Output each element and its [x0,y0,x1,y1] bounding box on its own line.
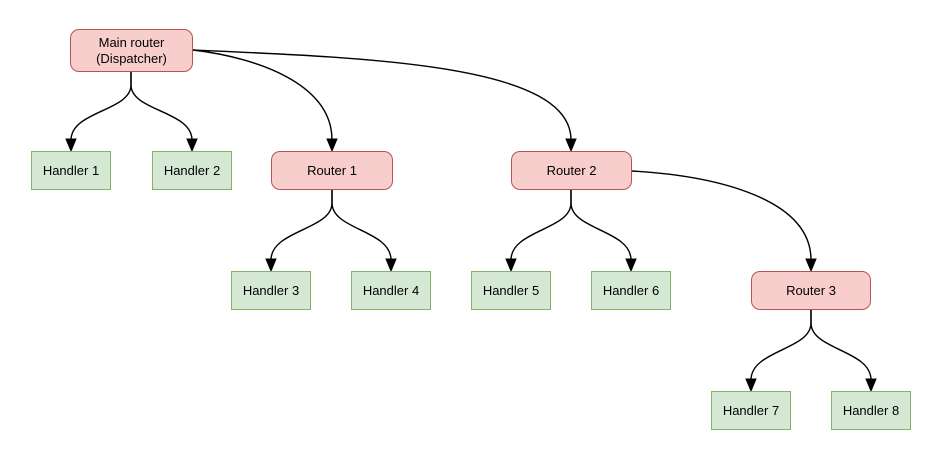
edge-router-1-to-handler-3 [265,190,333,273]
node-handler-1: Handler 1 [31,151,111,190]
edge-router-2-to-handler-5 [505,190,572,273]
node-router-1: Router 1 [271,151,393,190]
edge-line [750,310,812,381]
edge-line [510,190,572,261]
arrowhead-icon [385,258,397,273]
node-router-2: Router 2 [511,151,632,190]
arrowhead-icon [186,138,198,153]
node-handler-2: Handler 2 [152,151,232,190]
node-handler-5: Handler 5 [471,271,551,310]
edge-line [631,170,812,261]
edge-line [192,49,572,141]
edge-main-router-to-router-1 [192,49,338,153]
node-router-3: Router 3 [751,271,871,310]
edge-line [570,190,632,261]
edge-main-router-to-handler-2 [130,72,198,153]
edge-router-3-to-handler-8 [810,310,877,393]
node-handler-6: Handler 6 [591,271,671,310]
arrowhead-icon [65,138,77,153]
edge-line [810,310,872,381]
edge-router-2-to-handler-6 [570,190,637,273]
arrowhead-icon [565,138,577,153]
edge-line [270,190,333,261]
arrowhead-icon [505,258,517,273]
node-handler-7: Handler 7 [711,391,791,430]
arrowhead-icon [326,138,338,153]
node-handler-4: Handler 4 [351,271,431,310]
arrowhead-icon [265,258,277,273]
edge-router-2-to-router-3 [631,170,817,273]
edge-main-router-to-handler-1 [65,72,132,153]
node-handler-8: Handler 8 [831,391,911,430]
node-handler-3: Handler 3 [231,271,311,310]
node-main-router: Main router (Dispatcher) [70,29,193,72]
edge-router-1-to-handler-4 [331,190,397,273]
arrowhead-icon [745,378,757,393]
arrowhead-icon [865,378,877,393]
edge-line [192,49,333,141]
edge-line [130,72,193,141]
edge-router-3-to-handler-7 [745,310,812,393]
arrowhead-icon [625,258,637,273]
edge-main-router-to-router-2 [192,49,577,153]
edge-line [70,72,132,141]
edge-line [331,190,392,261]
arrowhead-icon [805,258,817,273]
